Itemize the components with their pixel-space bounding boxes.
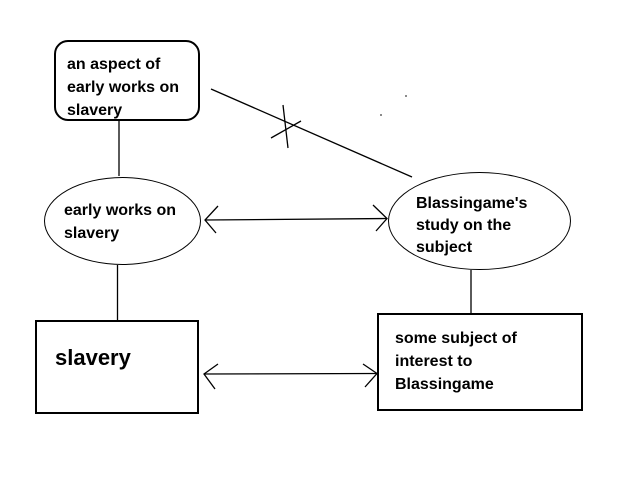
- node-text-line: early works on: [67, 79, 180, 96]
- node-text-line: some subject of: [395, 330, 517, 347]
- node-text-line: slavery: [67, 102, 123, 119]
- node-text-line: subject: [416, 239, 473, 256]
- node-blassingame-study: Blassingame's study on the subject: [388, 172, 571, 270]
- node-text-line: early works on: [64, 202, 177, 219]
- arrowhead-right-ellipses: [372, 204, 388, 232]
- double-arrow-rects-shaft: [203, 372, 378, 375]
- arrowhead-right-rects: [362, 363, 378, 388]
- arrowhead-left-rects: [203, 363, 219, 390]
- ink-speck: [405, 95, 407, 97]
- connector-aspect-to-blassingame-crossed: [210, 88, 413, 178]
- node-slavery: slavery: [35, 320, 199, 414]
- ink-speck: [380, 114, 382, 116]
- x-mark-stroke-diagonal: [270, 120, 302, 139]
- x-mark-stroke-vertical: [282, 104, 289, 149]
- node-text-line: study on the: [416, 217, 512, 234]
- node-subject-of-interest: some subject of interest to Blassingame: [377, 313, 583, 411]
- node-text-line: Blassingame's: [416, 195, 528, 212]
- arrowhead-left-ellipses: [204, 205, 219, 234]
- node-text-line: interest to: [395, 353, 473, 370]
- node-aspect-of-early-works: an aspect of early works on slavery: [54, 40, 200, 121]
- node-text-line: slavery: [64, 225, 120, 242]
- double-arrow-ellipses-shaft: [204, 217, 388, 221]
- node-early-works-on-slavery: early works on slavery: [44, 177, 201, 265]
- node-text-line: an aspect of: [67, 56, 161, 73]
- node-text-line: Blassingame: [395, 376, 494, 393]
- node-text-line: slavery: [55, 345, 131, 370]
